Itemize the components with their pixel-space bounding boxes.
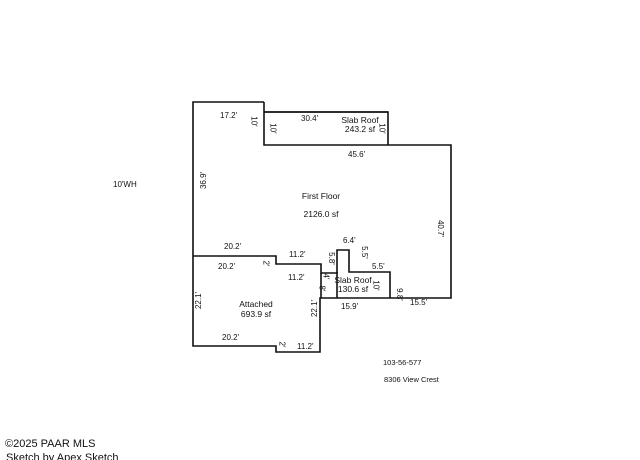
slab-roof-top-area: 243.2 sf [344, 124, 376, 134]
dim-9-8: 9.8' [394, 288, 404, 301]
dim-22-1-right: 22.1' [310, 299, 320, 318]
slab-roof-top-name: Slab Roof [341, 115, 379, 125]
dim-20-2-bottom: 20.2' [222, 333, 240, 342]
slab-roof-mid-room: Slab Roof 130.6 sf [328, 276, 378, 294]
dim-8: 8' [317, 285, 327, 292]
dim-4: 4' [321, 273, 331, 280]
dim-10-left: 10' [249, 116, 259, 127]
parcel-number: 103-56-577 [383, 358, 422, 367]
dim-5-8: 5.8' [326, 252, 336, 265]
water-heater-label: 10'WH [113, 180, 137, 189]
dim-11-2-bottom: 11.2' [297, 342, 314, 351]
slab-roof-mid-area: 130.6 sf [337, 284, 369, 294]
dim-36-9: 36.9' [199, 171, 209, 190]
sketch-credit: Sketch by Apex Sketch [6, 452, 119, 460]
dim-5-5-vert: 5.5' [359, 246, 369, 259]
dim-15-5: 15.5' [410, 298, 428, 307]
dim-10-slab-right: 10' [377, 123, 387, 134]
dim-2-bottom: 2' [277, 341, 287, 348]
attached-name: Attached [239, 299, 273, 309]
dim-22-1-left: 22.1' [194, 291, 204, 310]
dim-30-4: 30.4' [301, 114, 319, 123]
dim-11-2-upper: 11.2' [289, 250, 306, 259]
dim-6-4: 6.4' [343, 236, 356, 245]
attached-garage-room: Attached 693.9 sf [228, 299, 284, 319]
dim-10-slab-mid: 10' [371, 280, 381, 291]
dim-17-2: 17.2' [220, 111, 238, 120]
slab-roof-top-room: Slab Roof 243.2 sf [330, 116, 390, 134]
dim-15-9: 15.9' [341, 302, 359, 311]
property-address: 8306 View Crest [384, 375, 439, 384]
dim-45-6: 45.6' [348, 150, 366, 159]
first-floor-room: First Floor 2126.0 sf [286, 190, 356, 220]
dim-20-2-mid: 20.2' [218, 262, 236, 271]
dim-20-2-upper: 20.2' [224, 242, 242, 251]
copyright-text: ©2025 PAAR MLS [5, 438, 96, 450]
dim-2-upper: 2' [261, 260, 271, 267]
first-floor-name: First Floor [301, 191, 341, 201]
dim-11-2-mid: 11.2' [288, 273, 305, 282]
attached-area: 693.9 sf [240, 309, 272, 319]
first-floor-area: 2126.0 sf [303, 209, 339, 219]
dim-10-slab-left: 10' [268, 123, 278, 134]
slab-roof-mid-name: Slab Roof [334, 275, 372, 285]
first-floor-outline [192, 101, 452, 353]
dim-40-7: 40.7' [436, 219, 446, 238]
dim-5-5-horiz: 5.5' [372, 262, 385, 271]
